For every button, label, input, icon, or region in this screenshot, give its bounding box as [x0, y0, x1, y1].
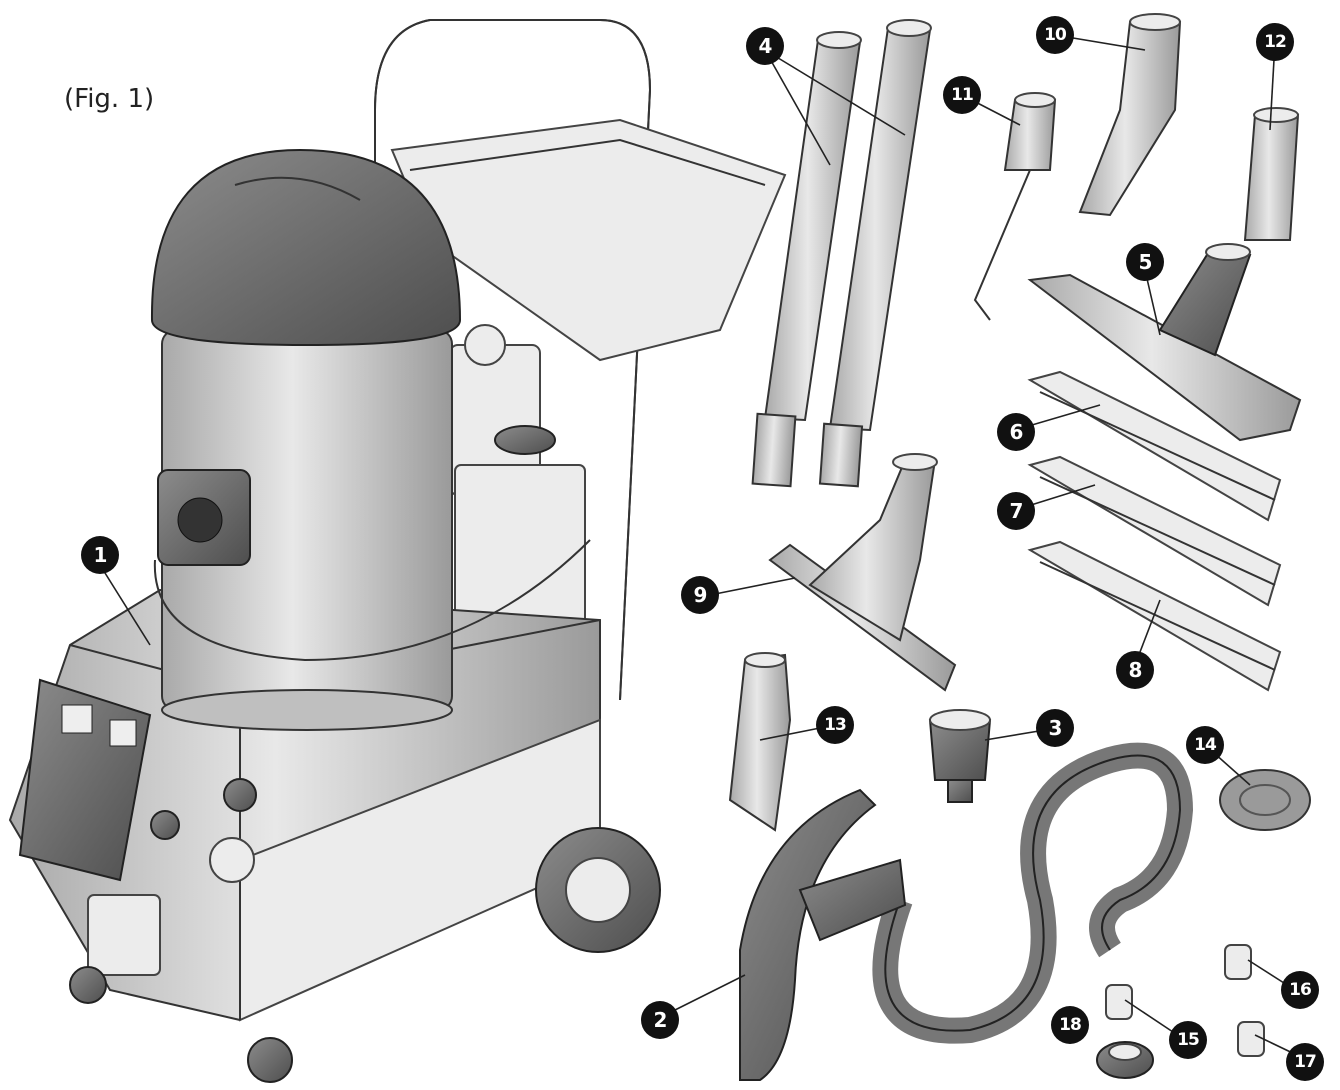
callout-16: 16 — [1281, 971, 1319, 1009]
callout-11: 11 — [943, 76, 981, 114]
callout-17: 17 — [1286, 1043, 1324, 1081]
callout-9: 9 — [681, 576, 719, 614]
callout-5: 5 — [1126, 243, 1164, 281]
callout-12: 12 — [1256, 23, 1294, 61]
brush-17 — [1237, 1021, 1265, 1057]
handle-and-hose — [739, 742, 1194, 1081]
valve-cap — [928, 709, 992, 803]
callout-7: 7 — [997, 492, 1035, 530]
callout-13: 13 — [816, 706, 854, 744]
callout-14: 14 — [1186, 726, 1224, 764]
upholstery-tool — [768, 453, 957, 692]
callout-2: 2 — [641, 1001, 679, 1039]
callout-10: 10 — [1036, 16, 1074, 54]
nozzle-12 — [1243, 107, 1300, 241]
cloth-disc — [1219, 769, 1311, 831]
brush-16 — [1224, 944, 1252, 980]
steam-vacuum-unit — [8, 19, 787, 1083]
extension-tubes — [751, 19, 932, 488]
floor-tool-inserts — [1027, 370, 1282, 692]
crevice-nozzle — [728, 652, 792, 832]
brush-15 — [1105, 984, 1133, 1020]
callout-4: 4 — [746, 27, 784, 65]
callout-8: 8 — [1116, 651, 1154, 689]
nozzle-11 — [973, 92, 1057, 321]
callout-18: 18 — [1051, 1006, 1089, 1044]
figure-label: (Fig. 1) — [64, 84, 155, 114]
nozzle-10 — [1078, 13, 1182, 217]
callout-1: 1 — [81, 536, 119, 574]
brush-18 — [1096, 1041, 1154, 1079]
callout-15: 15 — [1169, 1021, 1207, 1059]
floor-tool — [1027, 243, 1302, 442]
callout-3: 3 — [1036, 709, 1074, 747]
callout-6: 6 — [997, 413, 1035, 451]
